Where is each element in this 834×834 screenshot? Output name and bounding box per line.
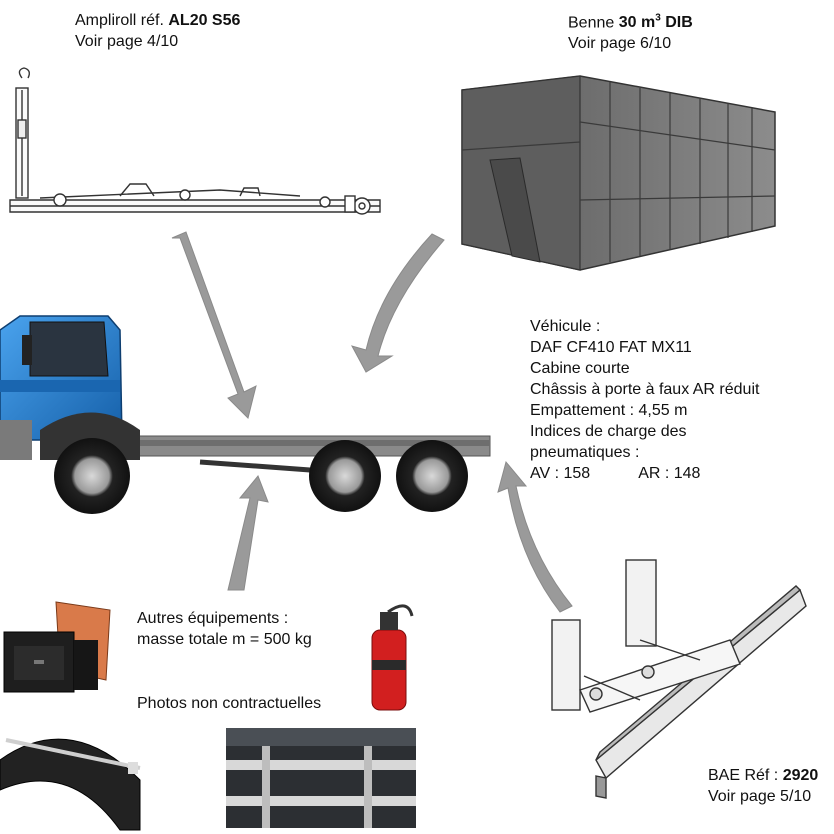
toolbox-drawing — [3, 601, 111, 693]
arrow-ampliroll — [171, 231, 257, 419]
extinguisher-drawing — [371, 604, 414, 711]
arrow-equipment — [227, 475, 269, 591]
benne-suffix: DIB — [665, 14, 693, 32]
benne-ref: 30 m — [618, 14, 656, 32]
bae-label: BAE Réf : 2920 Voir page 5/10 — [708, 765, 818, 807]
bae-prefix: BAE Réf : — [708, 767, 779, 784]
other-equipment-label: Autres équipements : masse totale m = 50… — [137, 608, 312, 650]
vehicle-line: Indices de charge des — [530, 423, 687, 440]
bae-ref: 2920 — [782, 767, 819, 784]
vehicle-info: Véhicule : DAF CF410 FAT MX11 Cabine cou… — [530, 316, 759, 484]
arrow-bae — [497, 460, 573, 613]
ampliroll-page: Voir page 4/10 — [75, 33, 179, 50]
benne-label: Benne 30 m3 DIB Voir page 6/10 — [568, 8, 693, 54]
arrows — [171, 231, 573, 613]
ampliroll-prefix: Ampliroll réf. — [75, 12, 164, 29]
ampliroll-label: Ampliroll réf. AL20 S56 Voir page 4/10 — [75, 10, 240, 52]
vehicle-line: pneumatiques : — [530, 444, 640, 461]
load-index-rear: AR : 148 — [638, 465, 701, 482]
vehicle-heading: Véhicule : — [530, 318, 601, 335]
benne-sup: 3 — [655, 13, 661, 24]
mudguard-drawing — [0, 738, 141, 831]
side-guard-photo — [226, 728, 416, 828]
vehicle-line: DAF CF410 FAT MX11 — [530, 339, 692, 356]
benne-prefix: Benne — [568, 14, 615, 32]
bae-page: Voir page 5/10 — [708, 788, 812, 805]
load-indices: AV : 158 AR : 148 — [530, 463, 759, 484]
bae-drawing — [551, 559, 807, 799]
benne-page: Voir page 6/10 — [568, 35, 672, 53]
ampliroll-drawing — [9, 67, 381, 215]
truck-drawing — [0, 315, 491, 514]
ampliroll-ref: AL20 S56 — [168, 12, 241, 29]
other-equipment-line2: masse totale m = 500 kg — [137, 631, 312, 648]
photos-note: Photos non contractuelles — [137, 695, 322, 712]
other-equipment-line1: Autres équipements : — [137, 610, 289, 627]
benne-drawing — [461, 75, 776, 271]
vehicle-line: Cabine courte — [530, 360, 630, 377]
arrow-benne — [350, 233, 445, 373]
load-index-front: AV : 158 — [530, 465, 591, 482]
vehicle-line: Empattement : 4,55 m — [530, 402, 688, 419]
vehicle-line: Châssis à porte à faux AR réduit — [530, 381, 760, 398]
